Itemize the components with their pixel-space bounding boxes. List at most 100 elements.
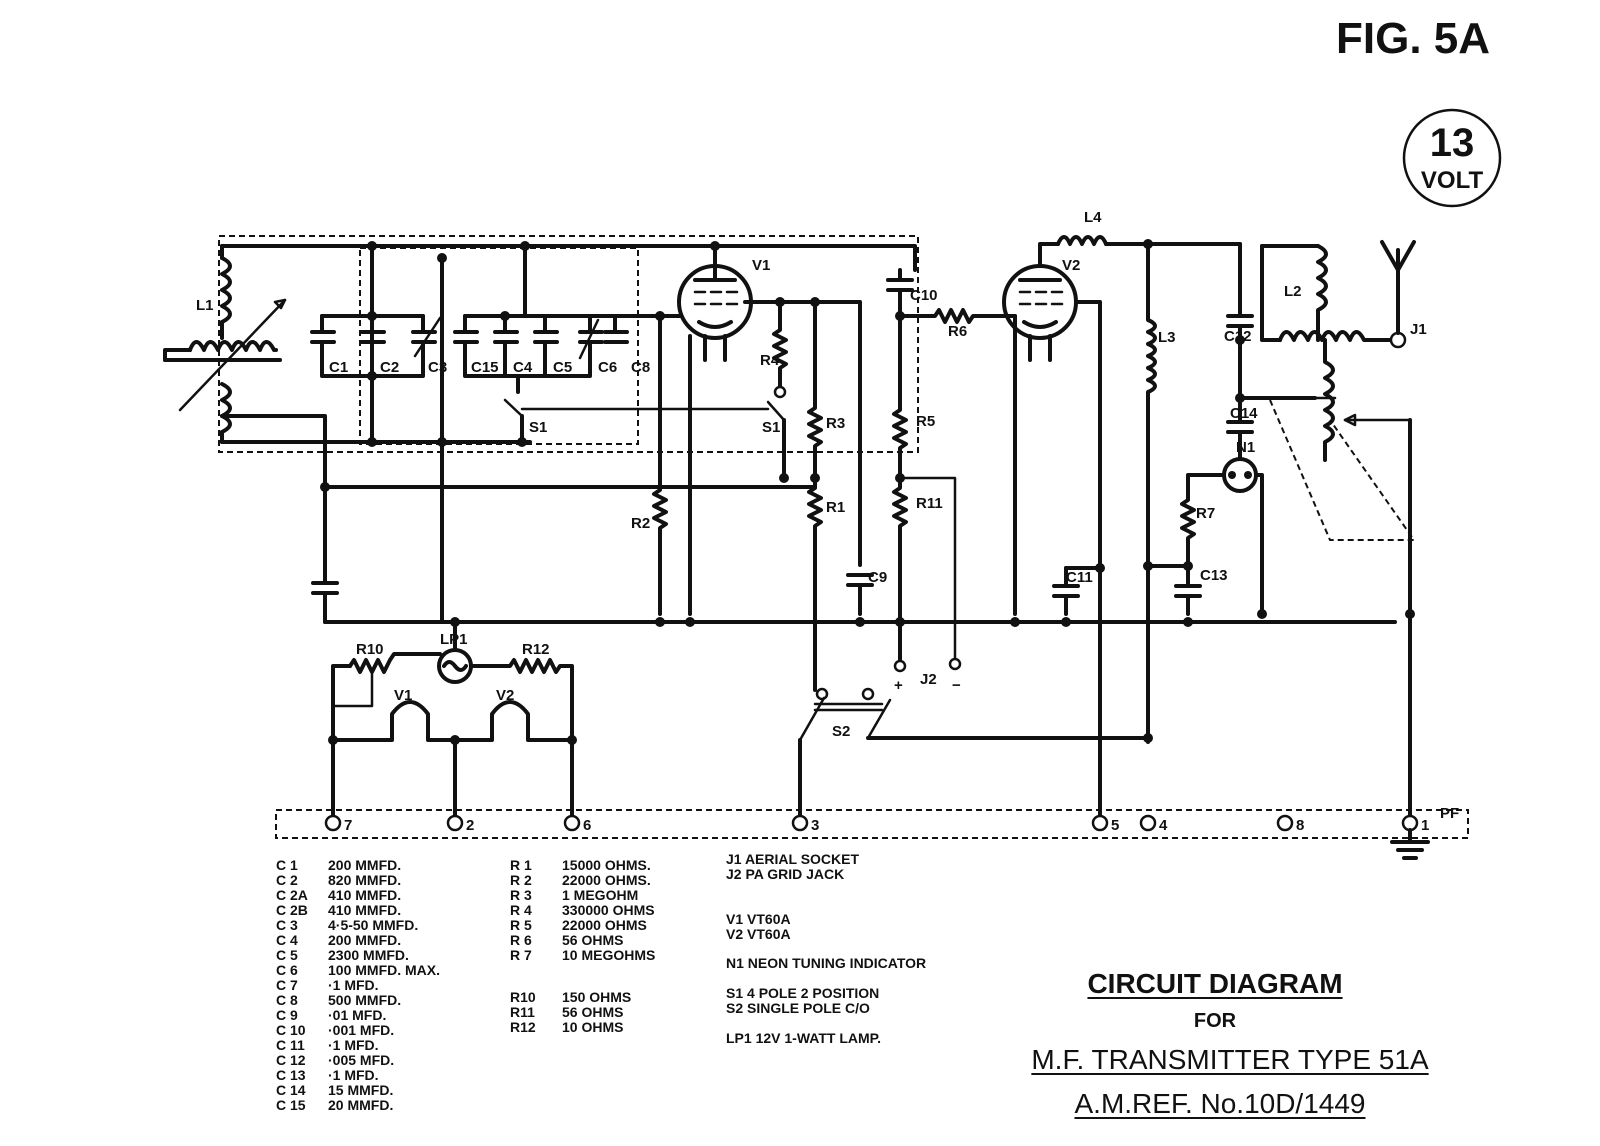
label-r11: R11: [916, 495, 943, 512]
part-value: 20 MMFD.: [328, 1097, 394, 1113]
part-ref: C 7: [276, 977, 298, 993]
note-lp1: LP1 12V 1-WATT LAMP.: [726, 1030, 882, 1046]
pin-4: 4: [1159, 817, 1168, 834]
label-v1-heater: V1: [394, 687, 412, 704]
part-value: ·001 MFD.: [328, 1022, 395, 1038]
l3-coil: [1146, 242, 1157, 744]
title-line-1: CIRCUIT DIAGRAM: [1087, 968, 1343, 999]
label-j2: J2: [920, 671, 937, 688]
part-ref: C 2A: [276, 887, 308, 903]
label-v1: V1: [752, 257, 770, 274]
pin-3: 3: [811, 817, 819, 834]
part-value: 4·5-50 MMFD.: [328, 917, 419, 933]
part-value: 1 MEGOHM: [562, 887, 639, 903]
part-row: R 6 56 OHMS: [510, 933, 655, 948]
part-value: ·1 MFD.: [328, 977, 379, 993]
part-value: 200 MMFD.: [328, 932, 402, 948]
label-v2: V2: [1062, 257, 1080, 274]
part-value: 56 OHMS: [562, 1004, 624, 1020]
c12-cap: [1226, 242, 1254, 400]
label-l4: L4: [1084, 209, 1102, 226]
c10-cap: [886, 268, 914, 318]
voltage-badge: [1402, 108, 1502, 208]
part-ref: C 13: [276, 1067, 306, 1083]
label-j2-plus: +: [894, 677, 903, 694]
part-value: 410 MMFD.: [328, 902, 402, 918]
note-n1: N1 NEON TUNING INDICATOR: [726, 955, 927, 971]
part-row: C 11·1 MFD.: [276, 1038, 440, 1053]
part-ref: C 11: [276, 1037, 305, 1053]
pf-plug: [275, 809, 1469, 839]
misc-notes: J1 AERIAL SOCKET J2 PA GRID JACK V1 VT60…: [726, 852, 926, 1046]
label-c4: C4: [513, 359, 533, 376]
part-row: C 9·01 MFD.: [276, 1008, 440, 1023]
label-c8: C8: [631, 359, 650, 376]
part-ref: R 6: [510, 932, 532, 948]
part-value: 15 MMFD.: [328, 1082, 394, 1098]
voltage-value: 13: [1430, 121, 1475, 165]
r2-res: [652, 314, 668, 616]
pin-7: 7: [344, 817, 352, 834]
note-s1: S1 4 POLE 2 POSITION: [726, 985, 880, 1001]
part-ref: C 1: [276, 857, 298, 873]
r5-res: [892, 314, 908, 480]
label-c11: C11: [1066, 569, 1093, 586]
part-value: 410 MMFD.: [328, 887, 402, 903]
pin-5: 5: [1111, 817, 1119, 834]
capacitor-bank-2: [453, 244, 604, 444]
c9-cap: [846, 573, 874, 616]
part-row: C 3 4·5-50 MMFD.: [276, 918, 440, 933]
part-value: 820 MMFD.: [328, 872, 402, 888]
aerial-symbol: [1380, 240, 1416, 335]
s2-switch: [798, 687, 1150, 822]
label-c15: C15: [471, 359, 499, 376]
r6-res: [898, 308, 1017, 324]
part-ref: R 2: [510, 872, 532, 888]
part-ref: C 8: [276, 992, 298, 1008]
part-ref: C 2: [276, 872, 298, 888]
part-ref: R10: [510, 989, 536, 1005]
c7-cap: [311, 485, 339, 624]
label-r6: R6: [948, 323, 967, 340]
pin-2: 2: [466, 817, 474, 834]
l2-coil: [1260, 244, 1412, 822]
part-value: 200 MMFD.: [328, 857, 402, 873]
label-j1: J1: [1410, 321, 1427, 338]
pin-6: 6: [583, 817, 591, 834]
capacitor-list: C 1 200 MMFD. C 2 820 MMFD. C 2A 410 MMFD. C 2…: [276, 858, 440, 1113]
label-c6: C6: [598, 359, 617, 376]
r1-res: [807, 476, 823, 692]
label-r7: R7: [1196, 505, 1215, 522]
label-r1: R1: [826, 499, 845, 516]
part-value: 22000 OHMS: [562, 917, 647, 933]
capacitor-bank-1: [310, 244, 444, 444]
top-bus: [220, 244, 917, 272]
shield-inner-outline: [359, 247, 639, 445]
part-ref: C 2B: [276, 902, 308, 918]
part-ref: C 10: [276, 1022, 306, 1038]
label-r12: R12: [522, 641, 550, 658]
part-ref: R 4: [510, 902, 532, 918]
r7-res: [1180, 473, 1226, 568]
part-ref: C 3: [276, 917, 298, 933]
label-r3: R3: [826, 415, 845, 432]
label-c10: C10: [910, 287, 938, 304]
junction-dots: [320, 239, 1415, 745]
label-c9: C9: [868, 569, 887, 586]
s1-switch-b: [766, 400, 786, 422]
ground-symbol: [1390, 828, 1430, 860]
heater-circuit: [331, 620, 574, 822]
part-row: C 10 ·001 MFD.: [276, 1023, 440, 1038]
pin-1: 1: [1421, 817, 1429, 834]
c13-cap: [1146, 564, 1202, 616]
label-v2-heater: V2: [496, 687, 514, 704]
part-value: 56 OHMS: [562, 932, 624, 948]
